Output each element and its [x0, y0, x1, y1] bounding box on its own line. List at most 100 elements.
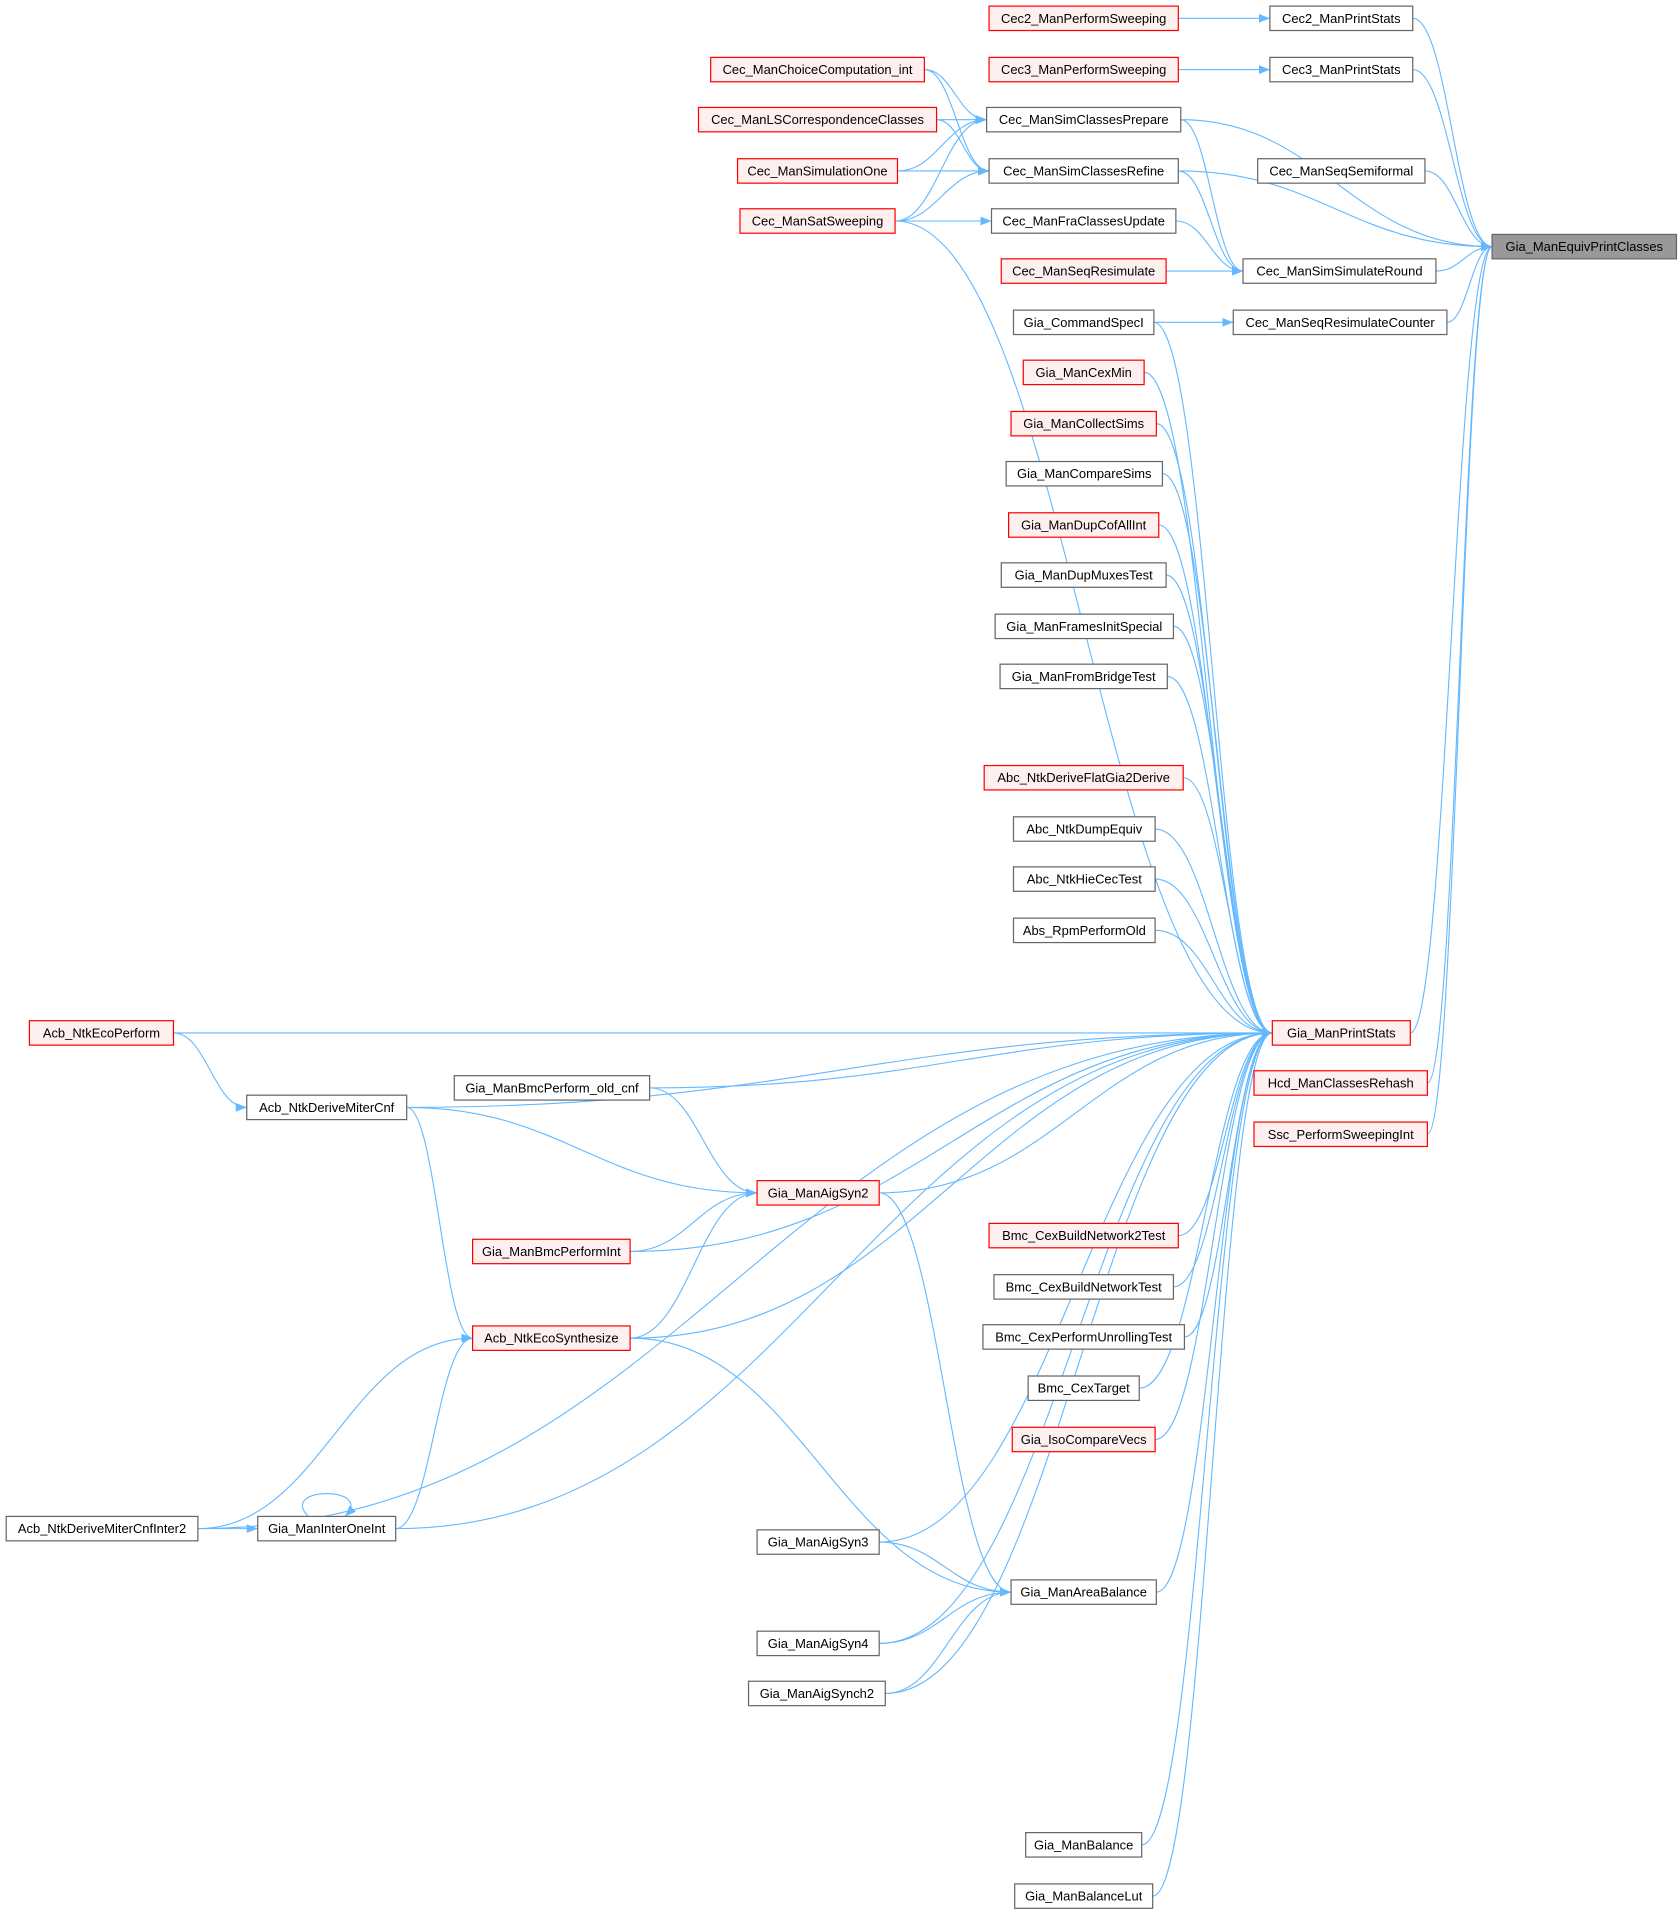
node-gia-mancollectsims[interactable]: Gia_ManCollectSims [1010, 410, 1157, 437]
node-box [1000, 258, 1167, 284]
node-bmc-cexbuildnetworktest[interactable]: Bmc_CexBuildNetworkTest [993, 1274, 1175, 1300]
node-label: Cec3_ManPrintStats [1282, 62, 1401, 77]
node-gia-maninteroneint[interactable]: Gia_ManInterOneInt [257, 1515, 397, 1542]
edge-acb-ntkecosynthesize-to-gia-manprintstats [630, 1028, 1273, 1339]
node-cec-manlscorrespondenceclasses[interactable]: Cec_ManLSCorrespondenceClasses [697, 106, 938, 133]
node-cec-manseqsemiformal[interactable]: Cec_ManSeqSemiformal [1257, 158, 1426, 184]
node-cec-manchoicecomputation-int[interactable]: Cec_ManChoiceComputation_int [710, 56, 925, 83]
node-abc-ntkhiecectest[interactable]: Abc_NtkHieCecTest [1012, 866, 1156, 892]
node-box [1242, 258, 1437, 284]
node-box [739, 208, 896, 234]
node-box [1271, 1020, 1411, 1046]
node-gia-manfrombridgetest[interactable]: Gia_ManFromBridgeTest [999, 663, 1168, 690]
node-label: Bmc_CexBuildNetworkTest [1006, 1279, 1162, 1294]
node-cec-manseqresimulatecounter[interactable]: Cec_ManSeqResimulateCounter [1232, 309, 1448, 336]
edge-gia-manprintstats-to-gia-manequivprintclasses [1410, 242, 1493, 1034]
node-gia-manbmcperformint[interactable]: Gia_ManBmcPerformInt [471, 1238, 631, 1265]
node-abs-rpmperformold[interactable]: Abs_RpmPerformOld [1012, 917, 1156, 944]
edge-gia-maninteroneint-to-gia-manprintstats [395, 1028, 1273, 1530]
node-label: Cec2_ManPrintStats [1282, 11, 1401, 26]
node-gia-manaigsyn3[interactable]: Gia_ManAigSyn3 [756, 1529, 880, 1555]
edge-acb-ntkderivemitercnf-to-acb-ntkecosynthesize [406, 1106, 473, 1343]
node-cec2-manprintstats[interactable]: Cec2_ManPrintStats [1269, 5, 1414, 32]
node-box [988, 56, 1179, 83]
node-abc-ntkdumpequiv[interactable]: Abc_NtkDumpEquiv [1012, 816, 1156, 842]
node-cec-mansimulationone[interactable]: Cec_ManSimulationOne [736, 158, 899, 184]
edge-cec-mansimulationone-to-cec-mansimclassesprepare [897, 115, 987, 172]
node-cec-mansimclassesrefine[interactable]: Cec_ManSimClassesRefine [988, 158, 1179, 184]
node-label: Gia_ManCexMin [1036, 365, 1132, 380]
node-cec-manfraclassesupdate[interactable]: Cec_ManFraClassesUpdate [990, 208, 1177, 234]
node-label: Gia_ManCollectSims [1023, 416, 1144, 431]
node-gia-mancomparesims[interactable]: Gia_ManCompareSims [1005, 460, 1164, 487]
node-label: Bmc_CexTarget [1038, 1381, 1130, 1396]
node-box [697, 106, 938, 133]
node-gia-isocomparevecs[interactable]: Gia_IsoCompareVecs [1011, 1426, 1156, 1453]
node-gia-manprintstats[interactable]: Gia_ManPrintStats [1271, 1020, 1411, 1046]
node-gia-mandupcofallint[interactable]: Gia_ManDupCofAllInt [1007, 512, 1160, 538]
node-box [246, 1094, 408, 1121]
node-box [1012, 309, 1155, 336]
node-cec-mansatsweeping[interactable]: Cec_ManSatSweeping [739, 208, 896, 234]
node-label: Bmc_CexPerformUnrollingTest [995, 1329, 1172, 1344]
node-label: Abc_NtkHieCecTest [1027, 872, 1142, 887]
node-cec-manseqresimulate[interactable]: Cec_ManSeqResimulate [1000, 258, 1167, 284]
node-gia-manequivprintclasses[interactable]: Gia_ManEquivPrintClasses [1491, 233, 1678, 260]
node-gia-manaigsyn4[interactable]: Gia_ManAigSyn4 [756, 1630, 880, 1657]
node-cec3-manperformsweeping[interactable]: Cec3_ManPerformSweeping [988, 56, 1179, 83]
node-box [1012, 866, 1156, 892]
edge-gia-mancexmin-to-gia-manprintstats [1144, 371, 1273, 1038]
node-gia-mancexmin[interactable]: Gia_ManCexMin [1022, 359, 1145, 386]
node-label: Gia_IsoCompareVecs [1021, 1432, 1147, 1447]
node-label: Cec_ManLSCorrespondenceClasses [711, 112, 924, 127]
node-acb-ntkderivemitercnfinter2[interactable]: Acb_NtkDeriveMiterCnfInter2 [5, 1515, 199, 1542]
node-box [756, 1529, 880, 1555]
node-label: Gia_ManFramesInitSpecial [1006, 619, 1162, 634]
node-box [1232, 309, 1448, 336]
node-box [747, 1680, 886, 1707]
node-acb-ntkecoperform[interactable]: Acb_NtkEcoPerform [28, 1020, 175, 1046]
node-label: Gia_ManAigSyn2 [768, 1185, 869, 1200]
node-box [1027, 1375, 1140, 1402]
node-box [453, 1075, 651, 1101]
edge-gia-manbmcperformint-to-gia-manprintstats [630, 1028, 1273, 1253]
node-cec-mansimclassesprepare[interactable]: Cec_ManSimClassesPrepare [986, 106, 1182, 133]
node-gia-mandupmuxestest[interactable]: Gia_ManDupMuxesTest [1000, 562, 1167, 588]
node-label: Abc_NtkDeriveFlatGia2Derive [997, 770, 1170, 785]
node-gia-manaigsynch2[interactable]: Gia_ManAigSynch2 [747, 1680, 886, 1707]
node-gia-manbalance[interactable]: Gia_ManBalance [1025, 1832, 1143, 1858]
node-bmc-cexperformunrollingtest[interactable]: Bmc_CexPerformUnrollingTest [982, 1324, 1186, 1350]
edge-acb-ntkecosynthesize-to-gia-manareabalance [630, 1337, 1012, 1597]
node-acb-ntkecosynthesize[interactable]: Acb_NtkEcoSynthesize [471, 1325, 631, 1351]
node-cec2-manperformsweeping[interactable]: Cec2_ManPerformSweeping [988, 5, 1179, 32]
node-gia-manareabalance[interactable]: Gia_ManAreaBalance [1010, 1579, 1157, 1605]
edge-cec-mansatsweeping-to-cec-mansimclassesprepare [895, 115, 987, 222]
node-box [1269, 5, 1414, 32]
edge-ssc-performsweepingint-to-gia-manequivprintclasses [1426, 242, 1493, 1135]
node-label: Gia_ManBmcPerform_old_cnf [465, 1080, 639, 1095]
node-bmc-cextarget[interactable]: Bmc_CexTarget [1027, 1375, 1140, 1402]
node-cec-mansimsimulateround[interactable]: Cec_ManSimSimulateRound [1242, 258, 1437, 284]
node-gia-manbalancelut[interactable]: Gia_ManBalanceLut [1014, 1883, 1154, 1909]
node-cec3-manprintstats[interactable]: Cec3_ManPrintStats [1269, 56, 1414, 83]
node-box [1010, 410, 1157, 437]
node-box [28, 1020, 175, 1046]
node-ssc-performsweepingint[interactable]: Ssc_PerformSweepingInt [1253, 1121, 1428, 1148]
node-gia-manaigsyn2[interactable]: Gia_ManAigSyn2 [756, 1180, 880, 1206]
edge-hcd-manclassesrehash-to-gia-manequivprintclasses [1426, 242, 1493, 1084]
node-bmc-cexbuildnetwork2test[interactable]: Bmc_CexBuildNetwork2Test [988, 1222, 1179, 1249]
node-label: Cec2_ManPerformSweeping [1001, 11, 1166, 26]
node-gia-manbmcperform-old-cnf[interactable]: Gia_ManBmcPerform_old_cnf [453, 1075, 651, 1101]
edge-gia-manaigsyn2-to-gia-manareabalance [879, 1192, 1012, 1597]
edge-abc-ntkhiecectest-to-gia-manprintstats [1155, 878, 1273, 1038]
node-label: Gia_ManDupCofAllInt [1021, 518, 1147, 533]
node-gia-manframesinitspecial[interactable]: Gia_ManFramesInitSpecial [994, 613, 1175, 640]
edge-gia-maninteroneint-to-gia-maninteroneint [301, 1492, 356, 1517]
node-abc-ntkderiveflatgia2derive[interactable]: Abc_NtkDeriveFlatGia2Derive [983, 764, 1184, 791]
node-gia-commandspeci[interactable]: Gia_CommandSpecI [1012, 309, 1155, 336]
node-hcd-manclassesrehash[interactable]: Hcd_ManClassesRehash [1253, 1070, 1428, 1096]
edge-gia-manaigsynch2-to-gia-manprintstats [885, 1028, 1273, 1695]
node-acb-ntkderivemitercnf[interactable]: Acb_NtkDeriveMiterCnf [246, 1094, 408, 1121]
node-box [1010, 1579, 1157, 1605]
